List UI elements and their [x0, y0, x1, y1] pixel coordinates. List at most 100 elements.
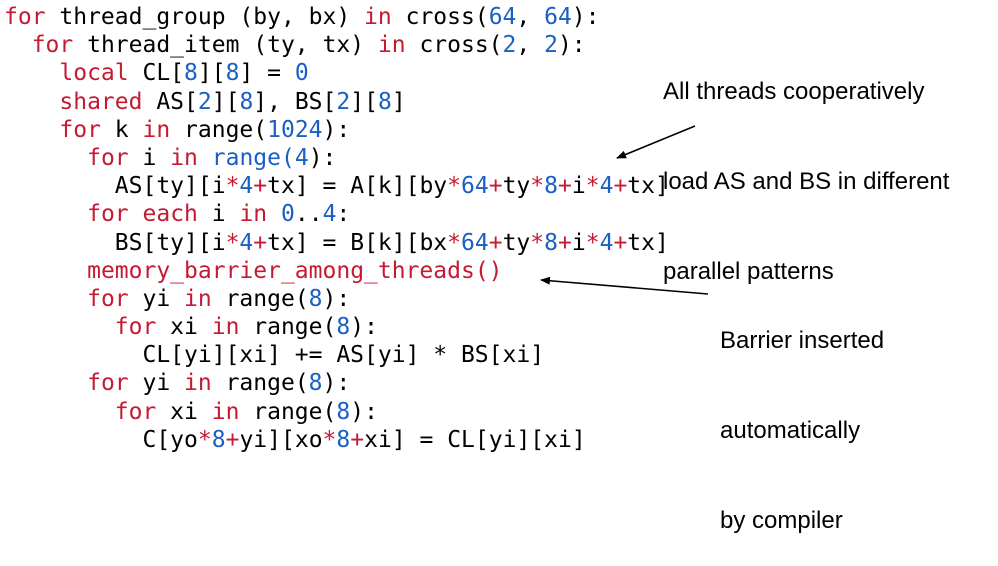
code-token: ): [571, 4, 600, 30]
code-line: BS[ty][i*4+tx] = B[k][bx*64+ty*8+i*4+tx] [4, 229, 669, 257]
code-token: 4 [294, 144, 309, 171]
code-token: ): [557, 32, 586, 59]
code-token: 8 [377, 88, 392, 115]
code-token: range( [211, 144, 295, 171]
code-token: in [142, 116, 171, 143]
barrier-annotation-line: automatically [720, 417, 861, 444]
threads-annotation: All threads cooperatively load AS and BS… [663, 17, 949, 317]
code-token: ][ [211, 88, 240, 115]
code-token: each [142, 201, 198, 228]
code-token: , [516, 32, 545, 59]
code-token: .. [294, 201, 323, 228]
code-token: i [571, 173, 586, 200]
code-token: ][ [197, 60, 226, 87]
code-token: for [4, 4, 46, 30]
code-token: for [87, 201, 129, 228]
code-token: * [225, 229, 240, 256]
code-token: 8 [336, 426, 351, 453]
code-token: tx] [627, 229, 669, 256]
code-line: for yi in range(8): [4, 285, 669, 313]
code-token: 8 [308, 370, 323, 397]
code-token: for [87, 370, 129, 397]
code-line: shared AS[2][8], BS[2][8] [4, 88, 669, 116]
code-token: + [558, 173, 572, 200]
code-token: 2 [197, 88, 212, 115]
code-token: ): [350, 398, 378, 425]
code-token: + [558, 229, 572, 256]
code-token: 8 [225, 60, 240, 87]
code-token: ): [322, 370, 351, 397]
code-token: 8 [336, 398, 351, 425]
code-token: * [530, 173, 545, 200]
code-token: for [87, 144, 129, 171]
code-token: in [170, 144, 198, 171]
code-token: 0 [294, 60, 309, 87]
code-token: thread_item (ty, tx) [73, 32, 378, 59]
code-token: ): [322, 116, 351, 143]
code-token: memory_barrier_among_threads() [87, 257, 503, 284]
code-token: 8 [544, 229, 558, 256]
code-token: : [336, 201, 351, 228]
barrier-annotation-line: by compiler [720, 507, 843, 534]
code-token: shared [59, 88, 143, 115]
code-token: in [184, 285, 212, 312]
code-token: + [488, 173, 503, 200]
code-line: for k in range(1024): [4, 116, 669, 144]
annotation-arrows [540, 125, 709, 295]
code-token: * [322, 426, 337, 453]
code-token: 2 [502, 32, 517, 59]
code-token: for [31, 32, 74, 59]
code-token: + [225, 426, 240, 453]
code-token: yi [128, 370, 185, 397]
code-line: AS[ty][i*4+tx] = A[k][by*64+ty*8+i*4+tx] [4, 172, 669, 200]
code-line: for i in range(4): [4, 144, 669, 172]
barrier-arrow [540, 276, 709, 295]
code-token: ], BS[ [253, 88, 337, 115]
code-token: ty [502, 173, 531, 200]
code-token: for [114, 398, 157, 425]
code-token: for [87, 285, 129, 312]
code-token: ] [391, 88, 406, 115]
code-token: tx] [627, 173, 669, 200]
code-token: 64 [461, 173, 489, 200]
code-token: + [613, 173, 628, 200]
code-token: i [128, 144, 171, 171]
code-token: AS[ty][i [4, 173, 226, 200]
code-token: cross( [391, 4, 489, 30]
code-line: for xi in range(8): [4, 398, 669, 426]
code-token: local [59, 60, 129, 87]
code-token: ): [308, 144, 337, 171]
code-token: xi [156, 314, 212, 341]
code-line: for thread_item (ty, tx) in cross(2, 2): [4, 31, 669, 59]
code-token: 4 [322, 201, 337, 228]
code-token: range( [211, 370, 309, 397]
code-token: ): [350, 314, 378, 341]
code-token: + [253, 229, 268, 256]
threads-annotation-line: parallel patterns [663, 258, 834, 285]
code-line: for yi in range(8): [4, 369, 669, 397]
code-token: * [447, 229, 462, 256]
code-token: 2 [336, 88, 351, 115]
code-token: xi] = CL[yi][xi] [364, 426, 586, 453]
code-token: 8 [211, 426, 226, 453]
code-line: local CL[8][8] = 0 [4, 59, 669, 87]
code-token: 64 [544, 4, 572, 30]
code-line: memory_barrier_among_threads() [4, 257, 669, 285]
code-token: yi][xo [239, 426, 323, 453]
code-token: 4 [239, 229, 254, 256]
code-line: CL[yi][xi] += AS[yi] * BS[xi] [4, 341, 669, 369]
code-token: 4 [239, 173, 254, 200]
code-token: 64 [461, 229, 489, 256]
code-token: range( [239, 398, 337, 425]
code-line: for xi in range(8): [4, 313, 669, 341]
code-token: i [571, 229, 586, 256]
code-token: ty [502, 229, 531, 256]
code-token: 64 [488, 4, 517, 30]
code-token: * [197, 426, 212, 453]
code-token: CL[ [128, 60, 185, 87]
code-token: tx] = A[k][by [267, 173, 448, 200]
code-block: for thread_group (by, bx) in cross(64, 6… [4, 3, 669, 454]
code-token: tx] = B[k][bx [267, 229, 448, 256]
code-token: cross( [405, 32, 503, 59]
code-token: * [585, 173, 600, 200]
